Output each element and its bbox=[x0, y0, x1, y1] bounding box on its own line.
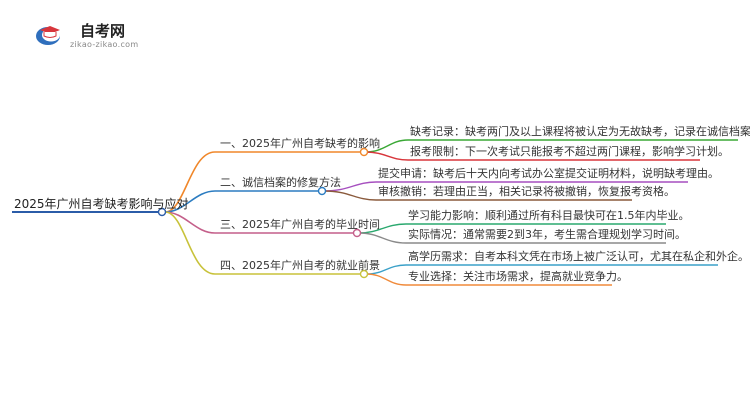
branch-node-2: 二、诚信档案的修复方法 bbox=[220, 176, 341, 189]
root-node: 2025年广州自考缺考影响与应对 bbox=[14, 197, 189, 211]
connector-branch-1 bbox=[164, 151, 216, 213]
leaf-node-1-2: 报考限制：下一次考试只能报考不超过两门课程，影响学习计划。 bbox=[410, 145, 729, 158]
branch-node-4: 四、2025年广州自考的就业前景 bbox=[220, 259, 380, 272]
junction-branch-1 bbox=[359, 147, 369, 157]
leaf-node-3-1: 学习能力影响：顺利通过所有科目最快可在1.5年内毕业。 bbox=[408, 209, 690, 222]
branch-node-3: 三、2025年广州自考的毕业时间 bbox=[220, 218, 380, 231]
brand-name: 自考网 bbox=[80, 22, 126, 40]
leaf-node-4-2: 专业选择：关注市场需求，提高就业竞争力。 bbox=[408, 270, 628, 283]
leaf-node-1-1: 缺考记录：缺考两门及以上课程将被认定为无故缺考，记录在诚信档案中。 bbox=[410, 125, 750, 138]
root-junction bbox=[157, 207, 167, 217]
connector-leaf-4-2 bbox=[365, 273, 407, 286]
junction-branch-4 bbox=[359, 269, 369, 279]
connector-leaf-3-2 bbox=[358, 232, 407, 244]
leaf-node-4-1: 高学历需求：自考本科文凭在市场上被广泛认可，尤其在私企和外企。 bbox=[408, 250, 749, 263]
junction-branch-3 bbox=[352, 228, 362, 238]
connector-leaf-1-2 bbox=[365, 151, 409, 161]
branch-node-1: 一、2025年广州自考缺考的影响 bbox=[220, 137, 380, 150]
brand-url: zikao-zikao.com bbox=[70, 40, 139, 49]
connector-leaf-2-2 bbox=[323, 190, 377, 201]
leaf-node-2-1: 提交申请：缺考后十天内向考试办公室提交证明材料，说明缺考理由。 bbox=[378, 167, 719, 180]
zikao-logo-icon bbox=[36, 26, 60, 45]
connector-branch-2 bbox=[164, 190, 216, 213]
connector-branch-4 bbox=[164, 211, 216, 275]
leaf-node-2-2: 审核撤销：若理由正当，相关记录将被撤销，恢复报考资格。 bbox=[378, 185, 675, 198]
junction-branch-2 bbox=[317, 186, 327, 196]
leaf-node-3-2: 实际情况：通常需要2到3年，考生需合理规划学习时间。 bbox=[408, 228, 686, 241]
